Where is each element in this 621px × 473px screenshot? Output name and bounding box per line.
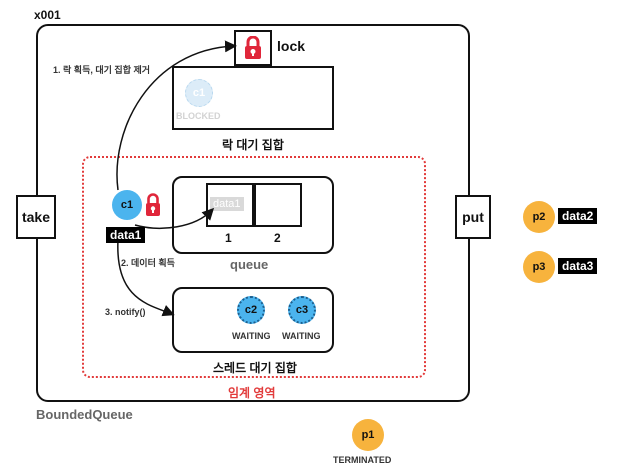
blocked-thread-name: c1 xyxy=(192,87,206,99)
waiting-thread-c2: c2 xyxy=(237,296,265,324)
active-thread-c1: c1 xyxy=(112,190,142,220)
critical-section-label: 임계 영역 xyxy=(228,386,276,400)
producer-p3: p3 xyxy=(523,251,555,283)
queue-label: queue xyxy=(230,257,269,272)
step-3-label: 3. notify() xyxy=(105,307,146,317)
queue-slot-2 xyxy=(254,183,302,227)
put-method-box: put xyxy=(455,195,491,239)
blocked-status-label: BLOCKED xyxy=(176,111,221,121)
diagram-title: x001 xyxy=(34,8,61,22)
producer-p3-data: data3 xyxy=(558,258,598,274)
producer-p2-name: p2 xyxy=(532,211,546,223)
producer-p2: p2 xyxy=(523,201,555,233)
producer-p1: p1 xyxy=(352,419,384,451)
step-2-label: 2. 데이터 획득 xyxy=(121,258,175,268)
queue-slot-2-index: 2 xyxy=(274,231,281,245)
producer-p3-name: p3 xyxy=(532,261,546,273)
producer-p2-data: data2 xyxy=(558,208,598,224)
lock-wait-set-label: 락 대기 집합 xyxy=(222,138,284,152)
waiting-thread-c2-name: c2 xyxy=(244,304,258,316)
take-method-label: take xyxy=(21,209,51,225)
waiting-thread-c3-name: c3 xyxy=(295,304,309,316)
waiting-status-c2: WAITING xyxy=(232,331,271,341)
terminated-status-label: TERMINATED xyxy=(333,455,392,465)
queue-slot-1-index: 1 xyxy=(225,231,232,245)
lock-icon-box xyxy=(234,30,272,66)
held-lock-icon xyxy=(146,193,160,216)
critical-section-region xyxy=(82,156,426,378)
bounded-queue-label: BoundedQueue xyxy=(36,407,133,422)
put-method-label: put xyxy=(462,209,484,225)
queue-slot-1-data: data1 xyxy=(210,197,244,211)
step-1-label: 1. 락 획득, 대기 집합 제거 xyxy=(53,65,151,75)
lock-label: lock xyxy=(277,38,306,54)
waiting-thread-c3: c3 xyxy=(288,296,316,324)
take-method-box: take xyxy=(16,195,56,239)
active-thread-data: data1 xyxy=(106,227,146,243)
blocked-thread-c1: c1 xyxy=(185,79,213,107)
producer-p1-name: p1 xyxy=(361,429,375,441)
active-thread-name: c1 xyxy=(120,199,134,211)
waiting-status-c3: WAITING xyxy=(282,331,321,341)
lock-icon xyxy=(245,36,261,59)
thread-wait-set-label: 스레드 대기 집합 xyxy=(213,361,297,375)
